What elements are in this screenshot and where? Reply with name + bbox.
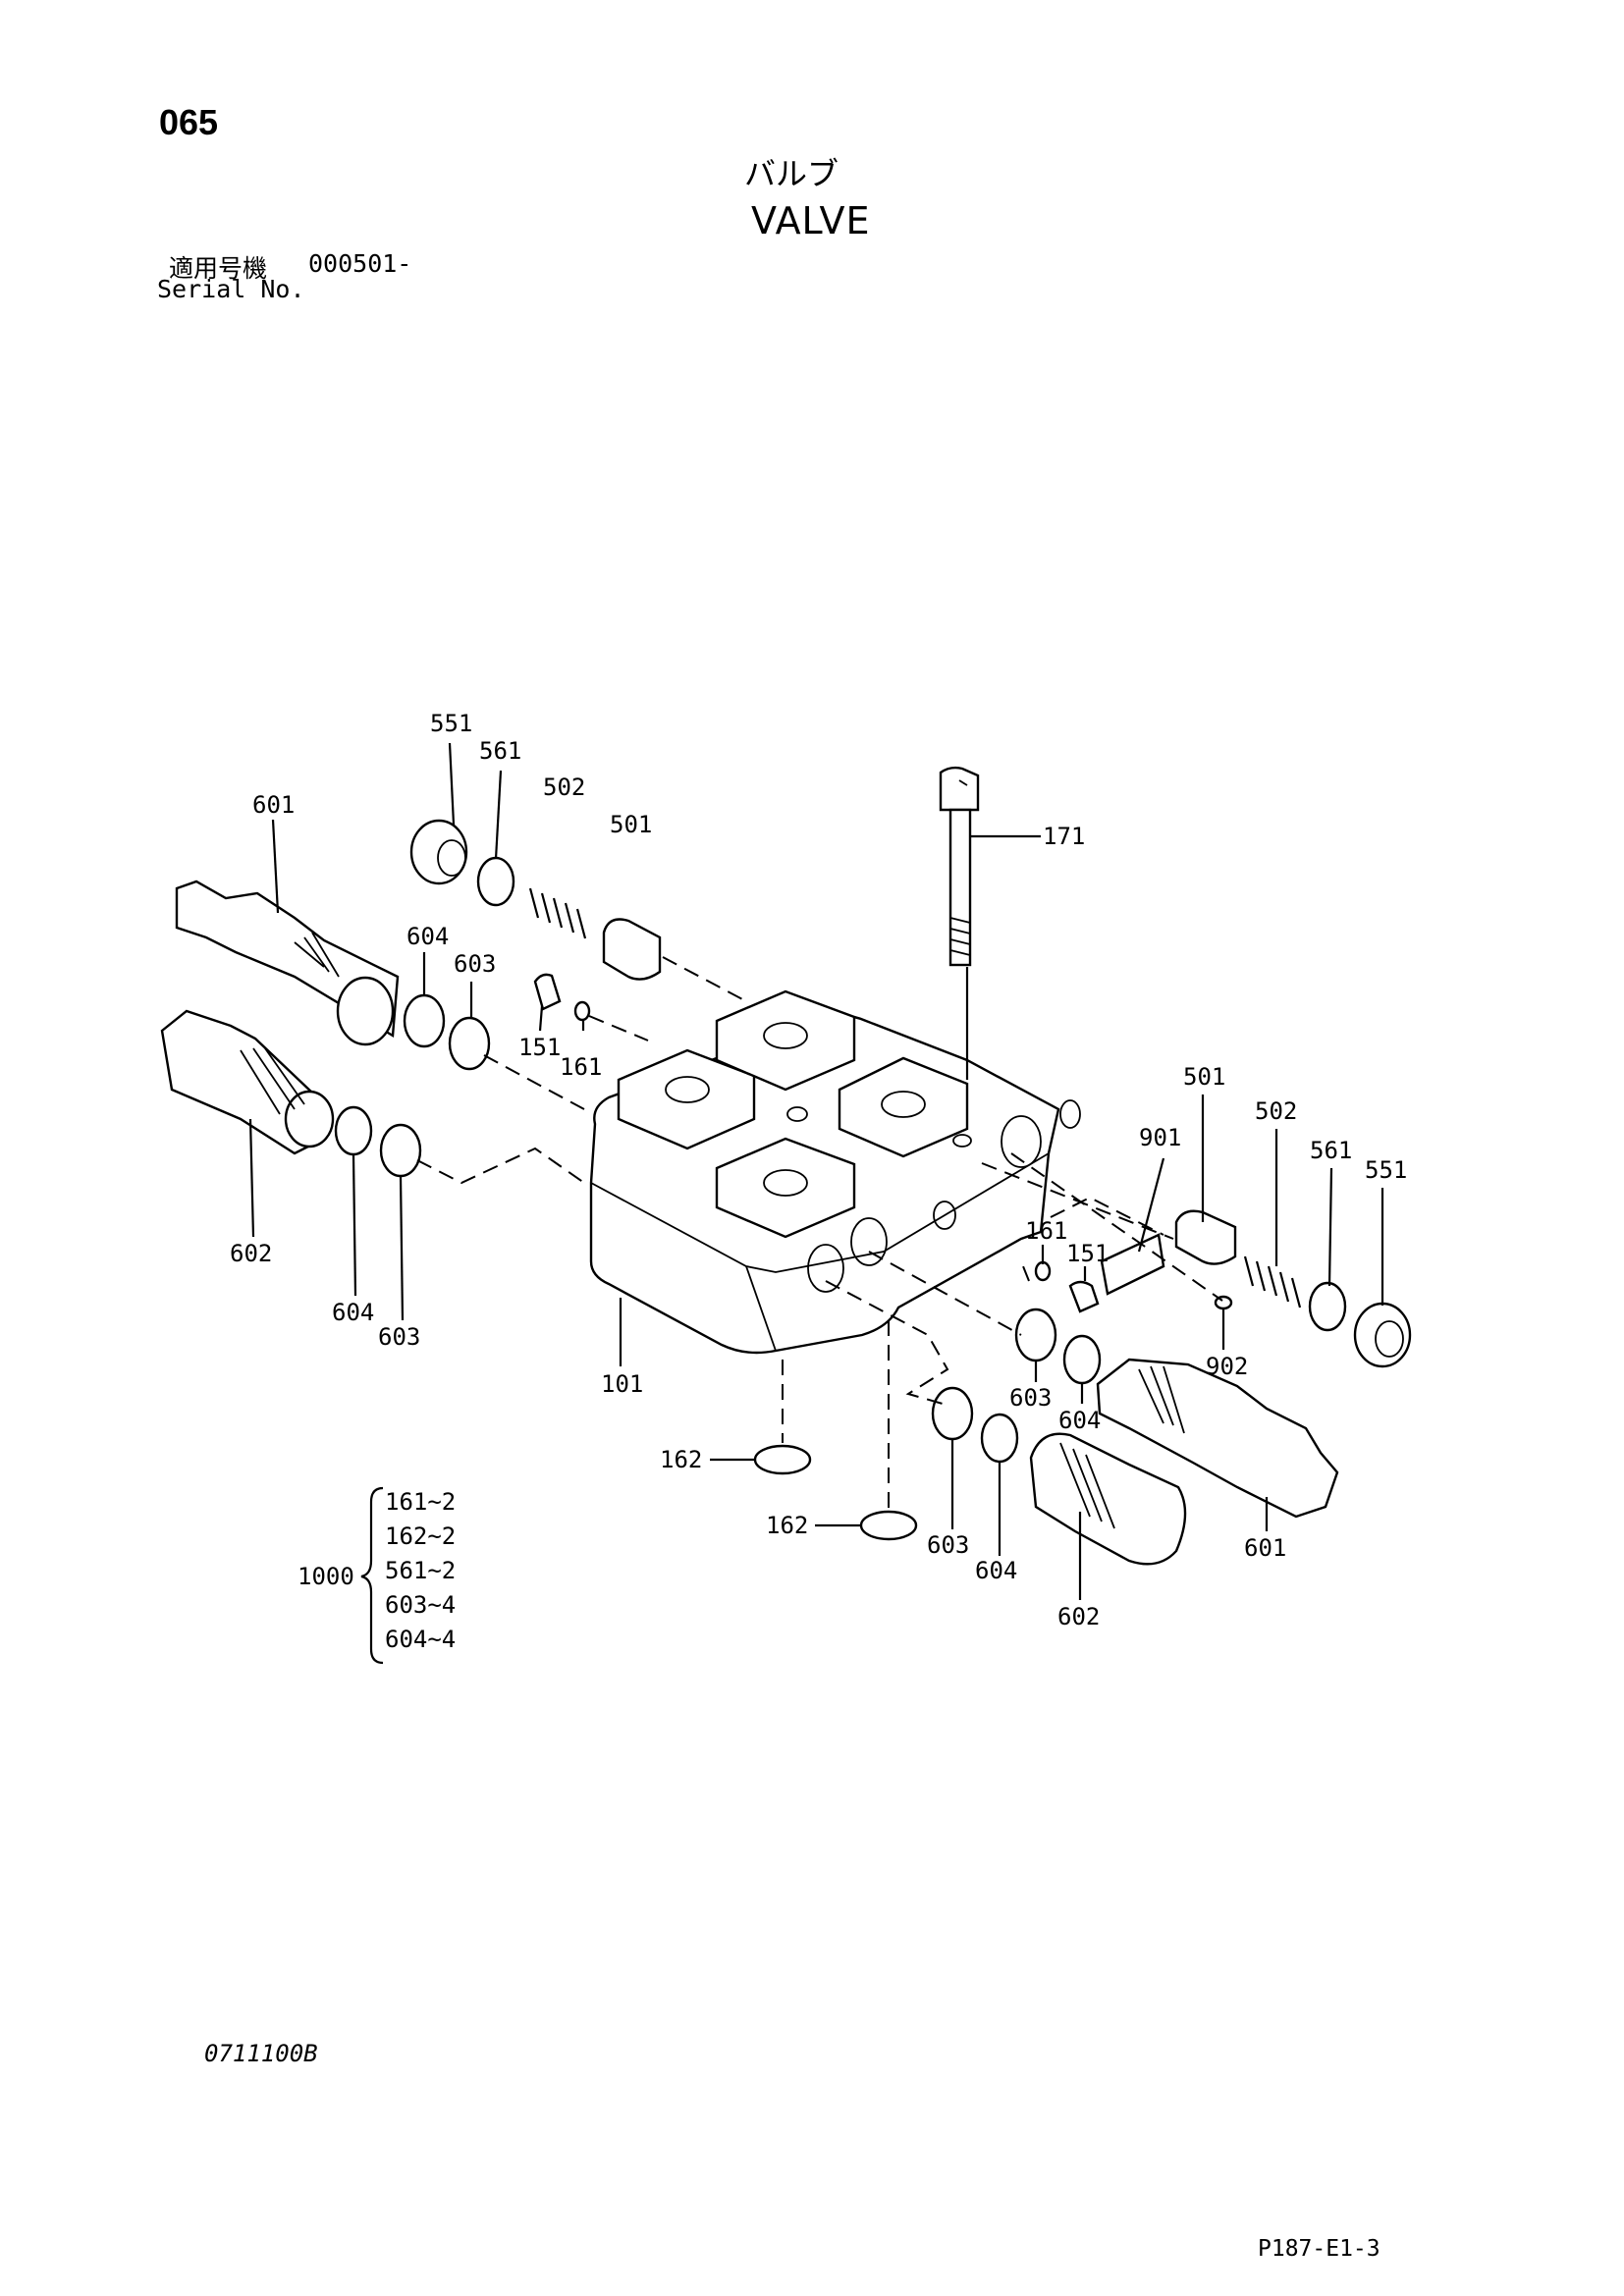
backup-ring-604-upper-left	[403, 993, 446, 1048]
o-ring-161-right	[1034, 1260, 1052, 1282]
callout-162-upper: 162	[660, 1446, 702, 1473]
callout-561-right: 561	[1310, 1137, 1352, 1164]
callout-902: 902	[1206, 1353, 1248, 1380]
valve-body	[589, 989, 1081, 1355]
leader-lines	[248, 742, 1384, 1600]
title-english: VALVE	[751, 199, 871, 242]
kit-item-5: 604~4	[385, 1626, 456, 1653]
callout-603-lower-right: 603	[927, 1531, 969, 1559]
serial-label-japanese: 適用号機	[169, 254, 268, 283]
callout-502-right: 502	[1255, 1097, 1297, 1125]
piston-501-right	[1174, 1209, 1237, 1265]
o-ring-603-lower-right	[931, 1386, 974, 1441]
callout-labels: 551 561 502 501 601 604 603 151 161 171 …	[230, 710, 1407, 1630]
o-ring-603-lower-left	[379, 1123, 422, 1178]
bolt-171	[939, 766, 980, 967]
callout-603-lower-left: 603	[378, 1323, 420, 1351]
callout-604-upper-right: 604	[1058, 1407, 1101, 1434]
callout-551-right: 551	[1365, 1156, 1407, 1184]
callout-601-left: 601	[252, 791, 295, 819]
callout-604-lower-right: 604	[975, 1557, 1017, 1584]
spool-601-right	[1096, 1358, 1339, 1519]
o-ring-603-upper-left	[448, 1016, 491, 1071]
serial-label-english: Serial No.	[157, 275, 305, 303]
page-number: 065	[159, 102, 219, 142]
page-reference: P187-E1-3	[1258, 2236, 1380, 2262]
callout-151-left: 151	[518, 1034, 561, 1061]
callout-603-upper-right: 603	[1009, 1384, 1052, 1412]
o-ring-162-upper	[753, 1444, 812, 1475]
callout-151-right: 151	[1066, 1240, 1109, 1267]
relief-valve-602-right	[1029, 1432, 1187, 1566]
callout-561-left: 561	[479, 737, 521, 765]
assembly-lines	[416, 956, 1223, 1510]
kit-brace	[360, 1486, 384, 1665]
o-ring-161-left	[573, 1000, 591, 1022]
kit-item-1: 161~2	[385, 1488, 456, 1516]
plug-151-right	[1068, 1280, 1100, 1313]
o-ring-561-right	[1308, 1281, 1347, 1332]
callout-162-lower: 162	[766, 1512, 808, 1539]
kit-number: 1000	[298, 1563, 354, 1590]
kit-item-3: 561~2	[385, 1557, 456, 1584]
serial-number-value: 000501-	[308, 249, 412, 278]
kit-item-2: 162~2	[385, 1522, 456, 1550]
callout-602-left: 602	[230, 1240, 272, 1267]
callout-603-upper-left: 603	[454, 950, 496, 978]
piston-501-left	[602, 918, 662, 981]
o-ring-603-upper-right	[1014, 1308, 1057, 1362]
spool-601-left	[175, 880, 400, 1046]
callout-171: 171	[1043, 823, 1085, 850]
title-japanese: バルブ	[744, 155, 839, 192]
backup-ring-604-upper-right	[1062, 1334, 1102, 1385]
callout-161-left: 161	[560, 1053, 602, 1081]
spring-502-right	[1243, 1255, 1302, 1308]
backup-ring-604-lower-right	[980, 1413, 1019, 1464]
o-ring-561-left	[476, 856, 515, 907]
callout-101: 101	[601, 1370, 643, 1398]
relief-valve-602-left	[160, 1009, 335, 1155]
callout-602-right: 602	[1057, 1603, 1100, 1630]
callout-901: 901	[1139, 1124, 1181, 1151]
callout-501-right: 501	[1183, 1063, 1225, 1091]
callout-551-left: 551	[430, 710, 472, 737]
callout-604-upper-left: 604	[406, 923, 449, 950]
backup-ring-604-lower-left	[334, 1105, 373, 1156]
callout-604-lower-left: 604	[332, 1299, 374, 1326]
callout-502-left: 502	[543, 774, 585, 801]
plug-151-left	[533, 973, 562, 1011]
plug-551-right	[1353, 1302, 1412, 1368]
o-ring-162-lower	[859, 1510, 918, 1541]
plate-901	[1100, 1233, 1165, 1296]
kit-item-4: 603~4	[385, 1591, 456, 1619]
callout-161-right: 161	[1025, 1217, 1067, 1245]
repair-kit-1000: 1000 161~2 162~2 561~2 603~4 604~4	[298, 1486, 456, 1665]
diagram-code: 0711100B	[204, 2040, 318, 2067]
callout-601-right: 601	[1244, 1534, 1286, 1562]
spring-502-left	[528, 887, 587, 939]
callout-501-left: 501	[610, 811, 652, 838]
